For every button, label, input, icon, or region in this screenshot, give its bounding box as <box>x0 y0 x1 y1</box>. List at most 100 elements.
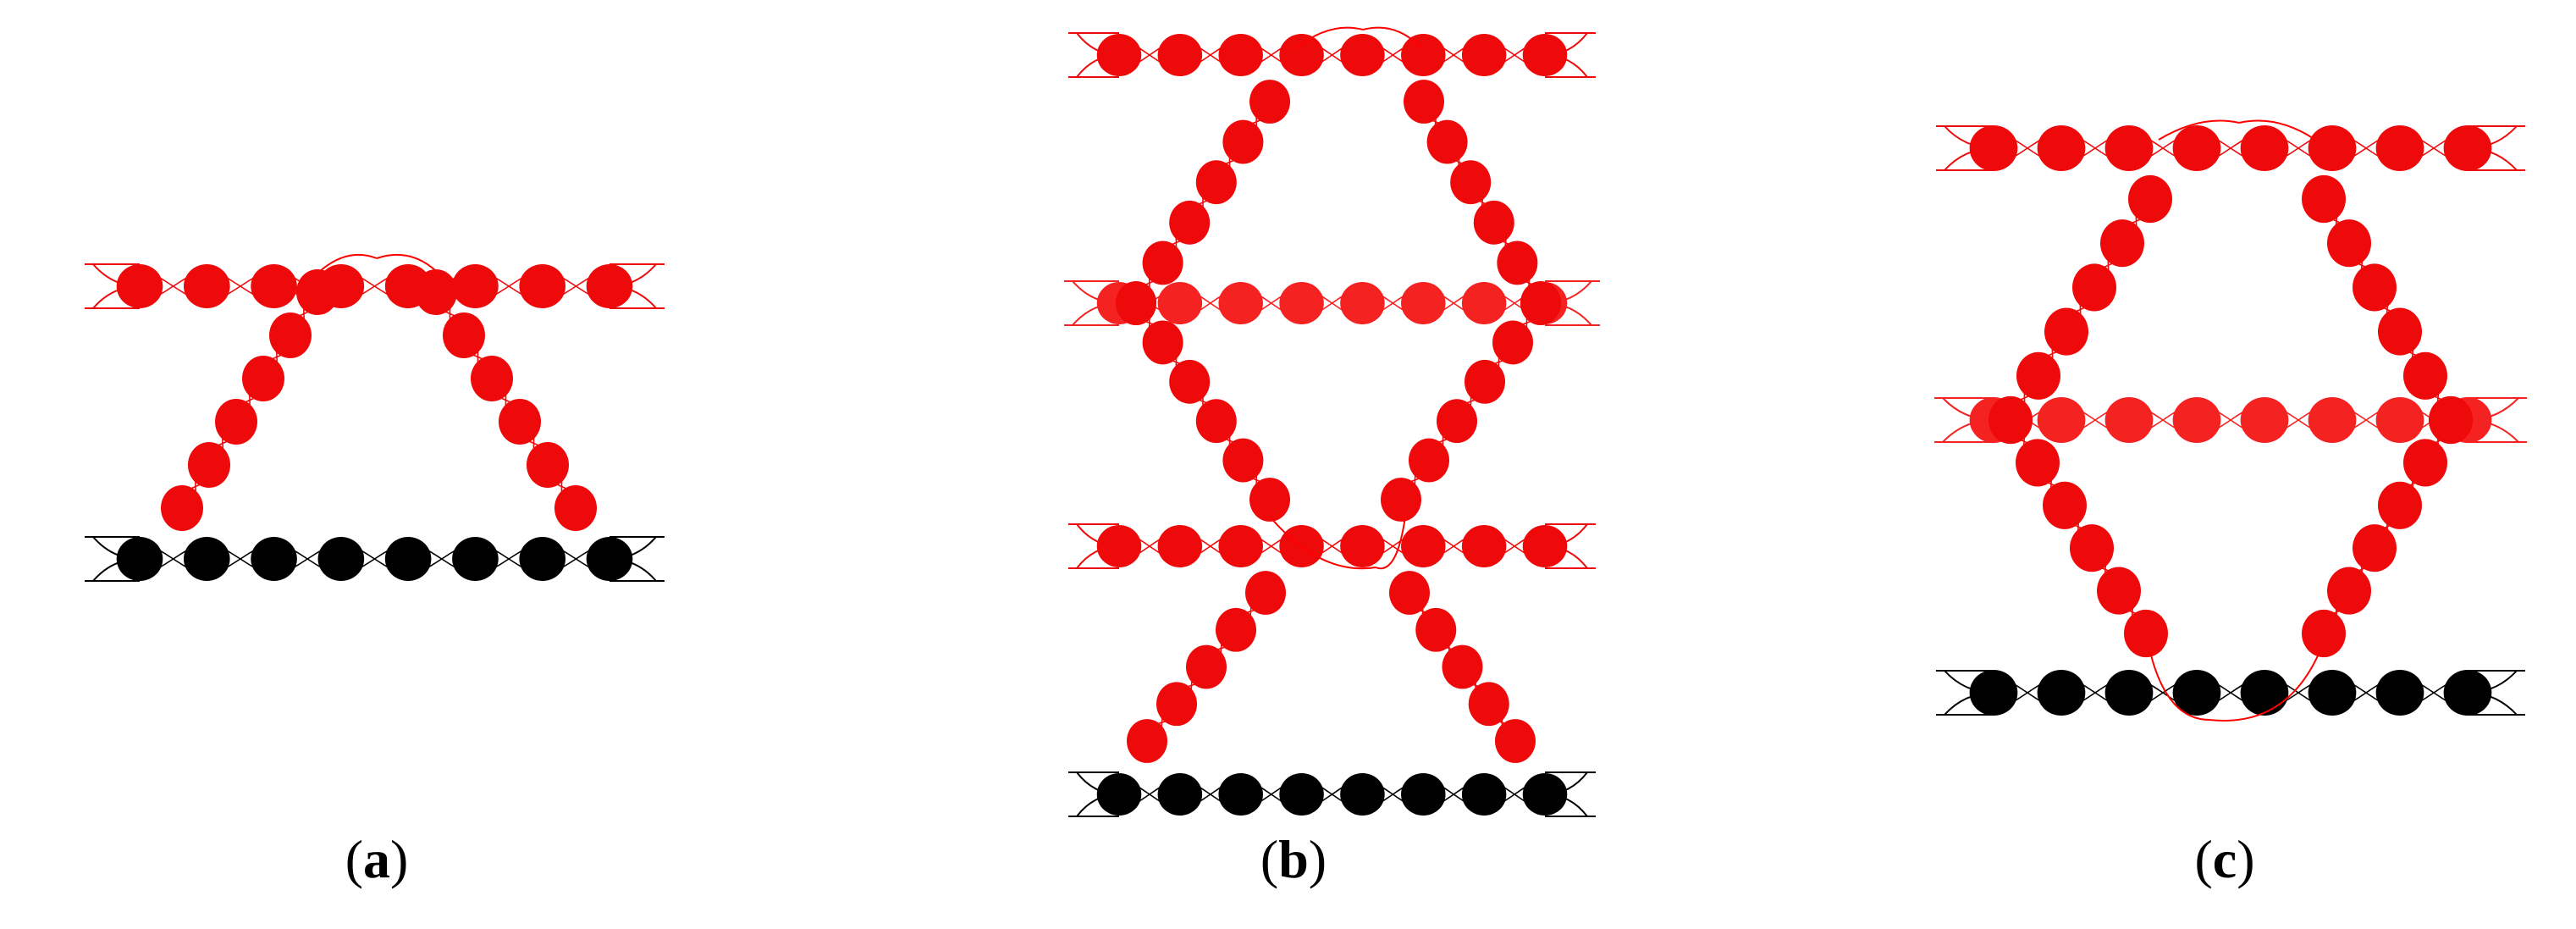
upper-left-arm <box>1116 80 1290 325</box>
chain-bead <box>161 485 203 531</box>
chain-bead <box>2016 351 2060 400</box>
caption-b: (b) <box>1260 829 1327 889</box>
chain-bead <box>1442 644 1483 689</box>
chain-bead <box>1381 478 1421 522</box>
chain-bead <box>296 269 339 315</box>
chain-bead <box>2443 125 2492 171</box>
bottom-black-chain <box>1068 771 1596 817</box>
chain-bead <box>1157 773 1203 816</box>
chain-bead <box>1401 773 1446 816</box>
chain-bead <box>384 537 432 581</box>
chain-bead <box>2327 567 2371 615</box>
chain-bead <box>2302 609 2346 658</box>
chain-bead <box>1389 571 1430 615</box>
caption-c: (c) <box>2194 829 2255 889</box>
chain-bead <box>116 264 163 308</box>
chain-bead <box>2308 125 2357 171</box>
chain-bead <box>1222 438 1264 483</box>
mid-right-arm <box>1381 281 1561 522</box>
chain-bead <box>1437 399 1477 444</box>
chain-bead <box>452 264 499 308</box>
chain-bead <box>519 264 566 308</box>
lower-left-arm <box>1989 395 2168 658</box>
junction-loop <box>1294 26 1364 50</box>
chain-bead <box>1279 282 1324 324</box>
chain-bead <box>443 312 485 358</box>
chain-bead <box>1415 607 1457 652</box>
chain-bead <box>2128 174 2172 224</box>
chain-bead <box>1142 241 1183 285</box>
chain-bead <box>2104 125 2154 171</box>
chain-bead <box>1279 773 1324 816</box>
chain-bead <box>1157 34 1203 76</box>
chain-bead <box>2443 670 2492 716</box>
junction-loop <box>2158 119 2240 141</box>
junction-loop <box>1362 26 1423 50</box>
chain-bead <box>1195 399 1237 444</box>
chain-bead <box>1409 438 1449 483</box>
mid-left-arm <box>1116 281 1290 522</box>
chain-bead <box>2104 397 2154 443</box>
chain-bead <box>1216 607 1256 652</box>
chain-bead <box>452 537 499 581</box>
chain-bead <box>1279 34 1324 76</box>
panel-a-diagram <box>85 253 665 582</box>
chain-bead <box>2043 481 2087 529</box>
junction-loop <box>2209 651 2320 722</box>
chain-bead <box>2037 397 2086 443</box>
chain-bead <box>269 312 312 358</box>
chain-bead <box>1340 773 1385 816</box>
chain-bead <box>1222 119 1264 164</box>
chain-bead <box>2378 481 2422 529</box>
chain-bead <box>183 537 230 581</box>
chain-bead <box>1497 241 1538 285</box>
chain-bead <box>242 356 284 401</box>
left-red-arm <box>161 269 339 531</box>
chain-bead <box>527 442 569 488</box>
chain-bead <box>1127 719 1167 763</box>
chain-bead <box>2403 439 2447 487</box>
chain-bead <box>1249 478 1290 522</box>
chain-bead <box>1169 359 1211 404</box>
junction-loop <box>2238 119 2316 141</box>
chain-bead <box>2375 125 2424 171</box>
chain-bead <box>1468 682 1509 727</box>
chain-bead <box>1461 525 1507 567</box>
chain-bead <box>116 537 163 581</box>
chain-bead <box>1096 34 1142 76</box>
chain-bead <box>1340 525 1385 567</box>
chain-bead <box>1522 525 1568 567</box>
chain-bead <box>1340 34 1385 76</box>
chain-bead <box>1157 282 1203 324</box>
bottom-black-chain <box>1936 670 2525 716</box>
chain-bead <box>2097 567 2141 615</box>
chain-bead <box>1116 281 1156 325</box>
chain-bead <box>1218 525 1263 567</box>
chain-bead <box>1156 682 1197 727</box>
chain-bead <box>1969 670 2018 716</box>
chain-bead <box>2353 263 2397 312</box>
chain-bead <box>2353 524 2397 572</box>
junction-loop <box>1375 516 1406 570</box>
chain-bead <box>1157 525 1203 567</box>
chain-bead <box>2037 125 2086 171</box>
panel-b-diagram <box>1064 26 1600 817</box>
chain-bead <box>1404 80 1444 124</box>
lower-red-chain <box>1068 523 1596 569</box>
chain-bead <box>2375 670 2424 716</box>
chain-bead <box>2378 307 2422 356</box>
chain-bead <box>2308 670 2357 716</box>
chain-bead <box>1522 34 1568 76</box>
chain-bead <box>2070 524 2114 572</box>
chain-bead <box>183 264 230 308</box>
chain-bead <box>2104 670 2154 716</box>
chain-bead <box>2172 397 2221 443</box>
chain-bead <box>1249 80 1290 124</box>
chain-bead <box>1401 525 1446 567</box>
chain-bead <box>2072 263 2116 312</box>
chain-bead <box>251 537 297 581</box>
chain-bead <box>1461 773 1507 816</box>
top-red-chain <box>1068 32 1596 78</box>
chain-bead <box>2429 395 2473 445</box>
